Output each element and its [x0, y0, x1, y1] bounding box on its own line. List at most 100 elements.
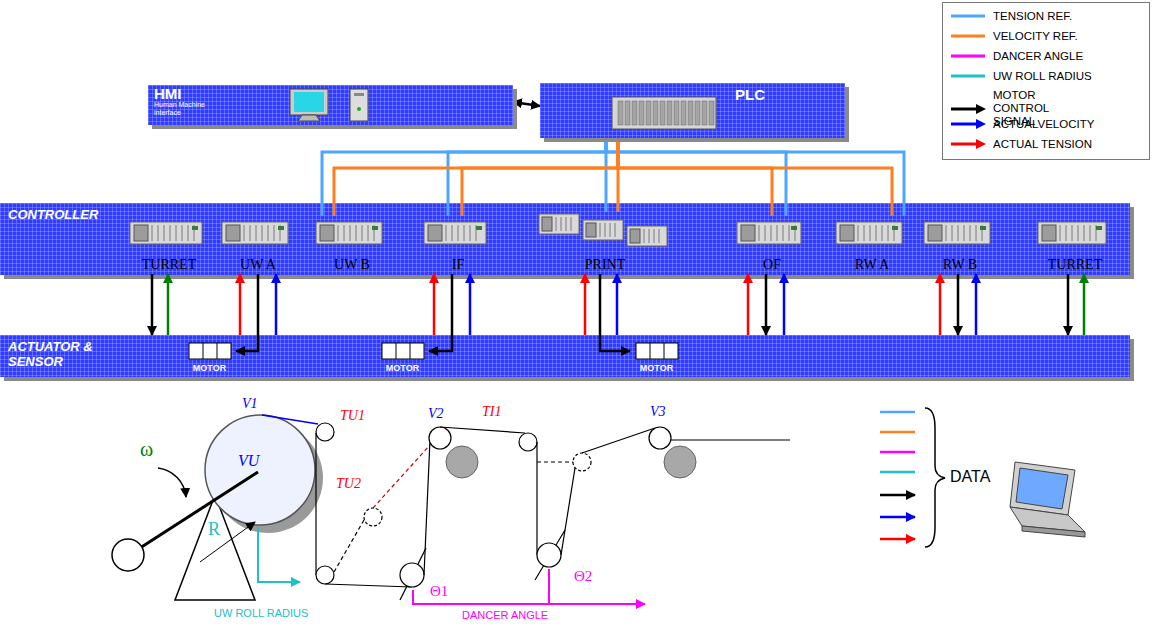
controller-icon [735, 216, 805, 246]
signal-arrow [939, 274, 942, 335]
plc-icon [610, 93, 720, 133]
legend-swatch [949, 49, 987, 63]
signal-arrow [747, 274, 750, 335]
angle-label: Θ2 [574, 568, 592, 585]
tension-label: TI1 [482, 404, 501, 419]
radius-label: R [208, 520, 220, 540]
controller-unit: PRINT [535, 212, 675, 274]
legend-row: ACTUAL TENSION [949, 137, 1092, 151]
hmi-panel: HMIHuman Machine interface [148, 85, 513, 125]
controller-label: TURRET [1036, 257, 1114, 273]
motor-unit: MOTOR [183, 342, 236, 376]
controller-label: UW B [314, 257, 390, 273]
reference-bus-line [618, 138, 772, 216]
signal-arrow [975, 274, 978, 335]
legend-swatch [949, 137, 987, 151]
reference-bus-line [606, 138, 786, 216]
signal-arrow [783, 274, 786, 335]
legend-text: TENSION REF. [993, 10, 1072, 23]
controller-unit: UW B [314, 216, 390, 274]
motor-icon [635, 342, 679, 360]
legend-swatch [949, 117, 987, 131]
signal-arrow [1067, 274, 1070, 335]
motor-icon [188, 342, 232, 360]
legend-row: ACTUALVELOCITY [949, 117, 1094, 131]
legend-row: TENSION REF. [949, 9, 1072, 23]
velocity-label: V2 [428, 406, 444, 421]
controller-unit: TURRET [1036, 216, 1114, 274]
tension-label: TU2 [336, 476, 361, 491]
band-title: ACTUATOR & SENSOR [8, 339, 108, 369]
legend-swatch [949, 9, 987, 23]
legend-text: VELOCITY REF. [993, 30, 1078, 43]
tension-label: TU1 [340, 408, 365, 423]
signal-arrow [600, 274, 630, 351]
motor-unit: MOTOR [630, 342, 683, 376]
legend-text: DANCER ANGLE [993, 50, 1083, 63]
controller-label: TURRET [128, 257, 210, 273]
signal-arrow [469, 274, 472, 335]
legend-text: UW ROLL RADIUS [993, 70, 1092, 83]
reference-bus-line [334, 138, 618, 216]
caption-label: DANCER ANGLE [462, 609, 548, 621]
signal-arrow [239, 274, 242, 335]
layer-band: CONTROLLER TURRET UW A UW B IF PRINT OF RW A RW … [0, 203, 1130, 275]
signal-arrow [275, 274, 278, 335]
reference-bus-line [462, 138, 618, 216]
controller-label: OF [735, 257, 809, 273]
controller-icon [834, 216, 906, 246]
reference-bus-line [448, 138, 606, 216]
reference-bus-line [618, 138, 892, 216]
signal-arrow [616, 274, 619, 335]
controller-icon [128, 216, 206, 246]
controller-unit: TURRET [128, 216, 210, 274]
panel-subtitle: Human Machine interface [154, 101, 206, 117]
signal-arrow [429, 274, 452, 351]
reference-bus-line [606, 138, 904, 216]
controller-unit: RW B [922, 216, 998, 274]
legend-swatch [949, 29, 987, 43]
legend-swatch [949, 102, 987, 116]
motor-label: MOTOR [183, 362, 236, 374]
signal-arrow [236, 274, 258, 351]
signal-arrow [167, 274, 170, 335]
angle-label: Θ1 [430, 583, 448, 600]
signal-arrow [513, 102, 540, 106]
signal-arrow [433, 274, 436, 335]
controller-label: RW B [922, 257, 998, 273]
legend-text: ACTUALVELOCITY [993, 118, 1094, 131]
controller-label: UW A [220, 257, 296, 273]
band-title: CONTROLLER [8, 207, 98, 222]
velocity-label: V3 [650, 404, 666, 419]
plc-panel: PLC [540, 83, 845, 138]
panel-title: PLC [735, 86, 765, 103]
controller-label: IF [422, 257, 494, 273]
controller-icon-stack [535, 212, 671, 248]
caption-label: UW ROLL RADIUS [214, 607, 308, 619]
signal-arrow [151, 274, 154, 335]
motor-unit: MOTOR [376, 342, 429, 376]
legend-swatch [949, 69, 987, 83]
legend-row: DANCER ANGLE [949, 49, 1083, 63]
controller-icon [1036, 216, 1110, 246]
computer-icon [288, 87, 398, 123]
velocity-label: VU [238, 452, 259, 470]
signal-arrow [584, 274, 587, 335]
motor-icon [381, 342, 425, 360]
legend-text: ACTUAL TENSION [993, 138, 1092, 151]
actuator-band-ground [0, 335, 1130, 377]
legend-box: TENSION REF. VELOCITY REF. DANCER ANGLE UW … [942, 2, 1150, 160]
layer-band: ACTUATOR & SENSOR MOTOR MOTOR MOTOR [0, 335, 1130, 377]
controller-unit: OF [735, 216, 809, 274]
motor-label: MOTOR [376, 362, 429, 374]
data-label: DATA [950, 468, 990, 486]
greek-omega-label: ω [140, 438, 153, 460]
controller-unit: UW A [220, 216, 296, 274]
controller-unit: RW A [834, 216, 910, 274]
controller-unit: IF [422, 216, 494, 274]
legend-row: VELOCITY REF. [949, 29, 1078, 43]
velocity-label: V1 [242, 396, 258, 411]
signal-arrow [765, 274, 768, 335]
controller-icon [422, 216, 490, 246]
signal-arrow [1083, 274, 1086, 335]
